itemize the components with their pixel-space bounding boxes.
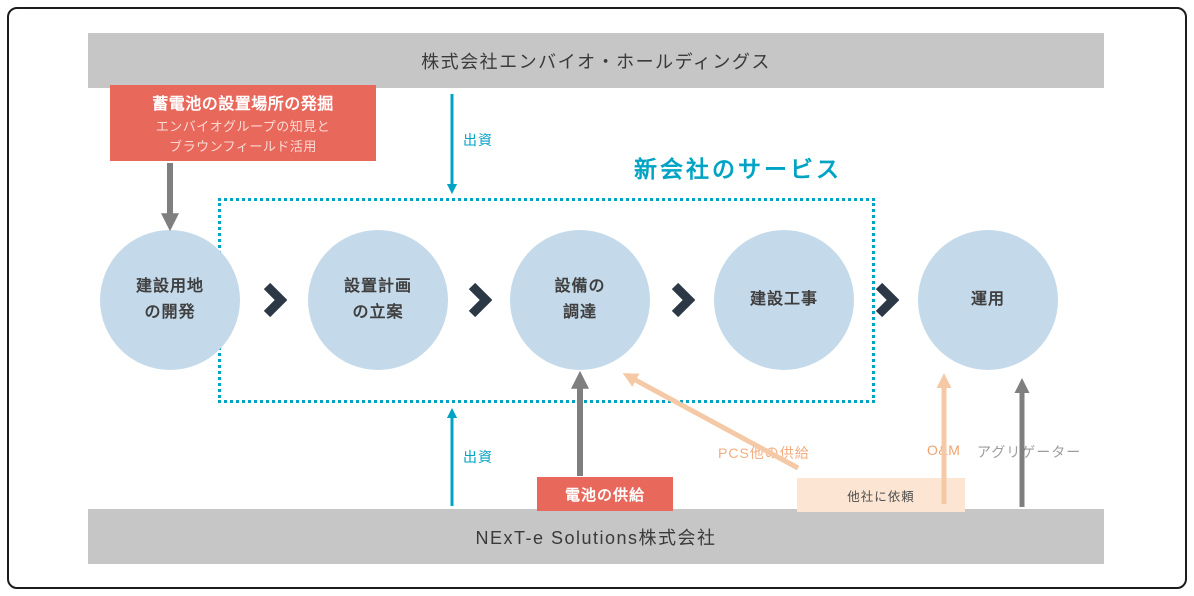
step-equipment-procurement-label: 設備の 調達 (554, 278, 606, 321)
bottom-company-name: NExT-e Solutions株式会社 (475, 527, 717, 548)
investment-label-top: 出資 (463, 132, 493, 148)
outer-border (7, 7, 1187, 589)
step-operation: 運用 (918, 230, 1058, 370)
pcs-supply-label: PCS他の供給 (718, 445, 810, 461)
site-scouting-callout: 蓄電池の設置場所の発掘 エンバイオグループの知見と ブラウンフィールド活用 (110, 85, 376, 161)
new-company-services-title: 新会社のサービス (634, 156, 842, 182)
step-operation-label: 運用 (970, 291, 1005, 309)
step-installation-planning: 設置計画 の立案 (308, 230, 448, 370)
bottom-company-bar: NExT-e Solutions株式会社 (88, 509, 1104, 564)
om-label: O&M (927, 442, 961, 458)
top-company-name: 株式会社エンバイオ・ホールディングス (421, 51, 771, 72)
chevron-right-icon (875, 282, 899, 318)
step-equipment-procurement: 設備の 調達 (510, 230, 650, 370)
outsourcing-label: 他社に依頼 (847, 489, 915, 504)
site-scouting-title: 蓄電池の設置場所の発掘 (152, 96, 334, 113)
step-installation-planning-label: 設置計画 の立案 (343, 278, 412, 321)
investment-label-bottom: 出資 (463, 449, 493, 465)
chevron-right-icon (671, 282, 695, 318)
step-construction-label: 建設工事 (749, 291, 818, 309)
battery-supply-label: 電池の供給 (564, 486, 645, 504)
step-site-development-label: 建設用地 の開発 (135, 278, 204, 321)
battery-supply-box: 電池の供給 (537, 477, 673, 511)
chevron-right-icon (468, 282, 492, 318)
chevron-right-icon (263, 282, 287, 318)
outsourcing-box: 他社に依頼 (797, 478, 965, 512)
aggregator-label: アグリゲーター (977, 444, 1082, 460)
step-site-development: 建設用地 の開発 (100, 230, 240, 370)
step-construction: 建設工事 (714, 230, 854, 370)
site-scouting-body: エンバイオグループの知見と ブラウンフィールド活用 (155, 119, 331, 154)
top-company-bar: 株式会社エンバイオ・ホールディングス (88, 33, 1104, 88)
